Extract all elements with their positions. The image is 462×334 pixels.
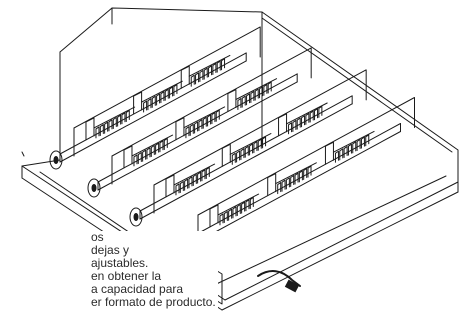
rail-front [97, 81, 298, 191]
right-side-panel [261, 11, 459, 183]
caption-line-6: er formato de producto. [91, 295, 216, 309]
back-panel [59, 7, 263, 161]
clip-block [267, 162, 317, 197]
roller [87, 178, 101, 198]
caption-line-4: en obtener la [91, 269, 162, 283]
tick-mark [21, 151, 25, 157]
rail-top [139, 95, 353, 212]
roller [49, 150, 63, 170]
shelf-row-1 [49, 26, 261, 170]
shelf-row-2 [87, 47, 312, 198]
shelf-row-4 [173, 97, 415, 257]
clip-block [133, 80, 183, 115]
caption-line-3: ajustables. [91, 256, 149, 270]
shelf-rows [49, 26, 415, 257]
clip-block [324, 130, 375, 165]
clip-block [165, 163, 216, 198]
caption-line-1: os [91, 230, 104, 244]
clip-block [221, 133, 272, 167]
caption-line-2: dejas y [91, 243, 130, 257]
clip-block [85, 106, 136, 141]
shelf-row-3 [129, 69, 367, 227]
rail-front [183, 131, 401, 250]
divider-wall [73, 26, 261, 129]
clip-block [209, 193, 260, 228]
description-caption: os dejas y ajustables. en obtener la a c… [57, 231, 218, 309]
rail-top [183, 123, 401, 242]
caption-line-5: a capacidad para [91, 282, 184, 296]
clip-block [180, 54, 231, 89]
clip-block [175, 106, 226, 141]
rail-front [59, 60, 247, 163]
rail-front [139, 103, 353, 220]
roller [129, 207, 143, 227]
clip-block [278, 102, 328, 137]
clip-block [227, 78, 278, 112]
rail-top [59, 52, 247, 155]
power-cable [257, 270, 301, 293]
clip-block [123, 134, 174, 169]
